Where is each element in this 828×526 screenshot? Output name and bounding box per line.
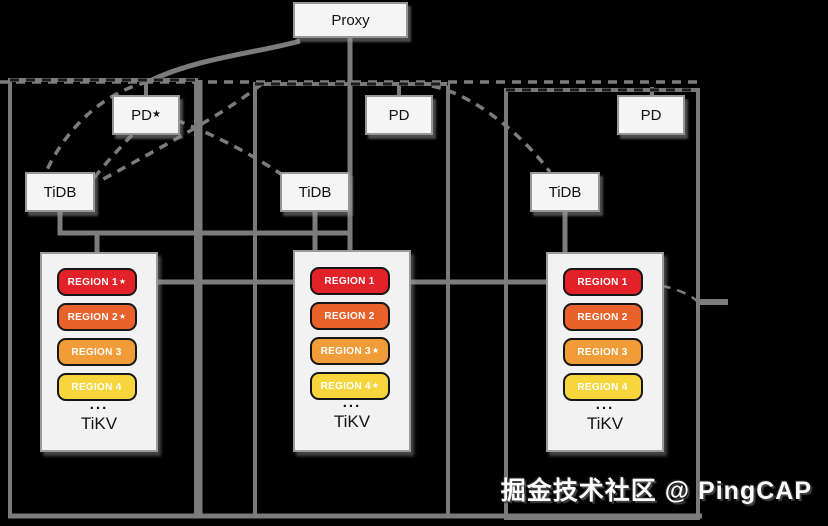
pd-label: PD — [388, 106, 410, 124]
region-label: REGION 1 — [577, 276, 628, 288]
region-pill: REGION 4 — [563, 373, 643, 401]
region-label: REGION 4 — [71, 381, 122, 393]
tidb-box-dc2: TiDB — [280, 172, 350, 212]
region-pill: REGION 3★ — [310, 337, 390, 365]
region-label: REGION 1 — [324, 275, 375, 287]
region-label: REGION 3 — [320, 345, 371, 357]
region-pill: REGION 3 — [563, 338, 643, 366]
region-pill: REGION 1★ — [57, 268, 137, 296]
tidb-box-dc3: TiDB — [530, 172, 600, 212]
region-label: REGION 1 — [67, 276, 118, 288]
region-label: REGION 3 — [577, 346, 628, 358]
tikv-box-dc1: REGION 1★ REGION 2★ REGION 3 REGION 4 ..… — [40, 252, 158, 452]
region-label: REGION 4 — [320, 380, 371, 392]
tikv-box-dc2: REGION 1 REGION 2 REGION 3★ REGION 4★ ..… — [293, 250, 411, 452]
tidb-box-dc1: TiDB — [25, 172, 95, 212]
pd-box-dc2: PD — [365, 95, 433, 135]
tidb-label: TiDB — [43, 183, 77, 201]
ellipsis: ... — [595, 396, 615, 413]
region-pill: REGION 1 — [563, 268, 643, 296]
region-label: REGION 2 — [67, 311, 118, 323]
proxy-box: Proxy — [293, 2, 408, 38]
region-pill: REGION 4★ — [310, 372, 390, 400]
tikv-label: TiKV — [80, 414, 118, 433]
region-pill: REGION 2★ — [57, 303, 137, 331]
region-label: REGION 4 — [577, 381, 628, 393]
ellipsis: ... — [342, 394, 362, 411]
region-pill: REGION 2 — [310, 302, 390, 330]
region-pill: REGION 2 — [563, 303, 643, 331]
pd-label: PD — [131, 106, 152, 124]
watermark: 掘金技术社区 @ PingCAP — [500, 477, 812, 505]
tidb-label: TiDB — [548, 183, 582, 201]
region-pill: REGION 4 — [57, 373, 137, 401]
region-pill: REGION 3 — [57, 338, 137, 366]
pd-box-dc3: PD — [617, 95, 685, 135]
region-label: REGION 3 — [71, 346, 122, 358]
tidb-label: TiDB — [298, 183, 332, 201]
tikv-box-dc3: REGION 1 REGION 2 REGION 3 REGION 4 ... … — [546, 252, 664, 452]
region-label: REGION 2 — [324, 310, 375, 322]
pd-label: PD — [640, 106, 662, 124]
pd-box-dc1: PD★ — [112, 95, 180, 135]
ellipsis: ... — [89, 396, 109, 413]
region-label: REGION 2 — [577, 311, 628, 323]
region-pill: REGION 1 — [310, 267, 390, 295]
proxy-label: Proxy — [331, 11, 370, 29]
tikv-label: TiKV — [333, 412, 371, 431]
tikv-label: TiKV — [586, 414, 624, 433]
